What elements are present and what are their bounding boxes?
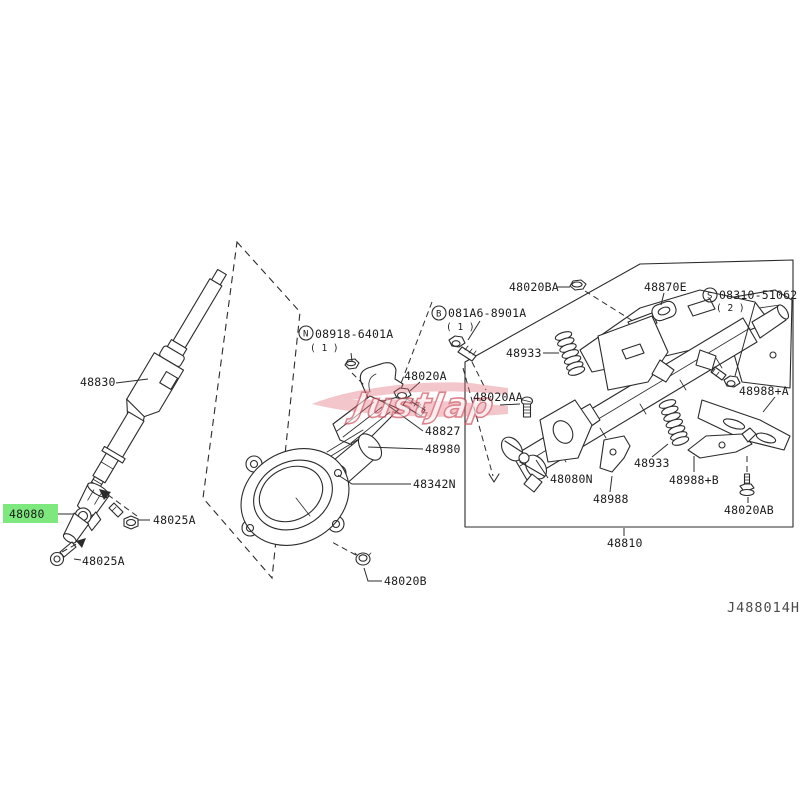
ujoint-48080n-drawing [500,436,548,493]
watermark-text: JustJap [344,386,497,426]
highlight-box-48080 [3,504,58,523]
dash-guide-lines [61,290,748,556]
ujoint-48080-drawing [62,482,110,544]
part-label-48020ba: 48020BA [509,280,559,294]
part-label-48827: 48827 [425,424,461,438]
steering-shaft-48830-drawing [89,268,227,491]
bracket-48988-drawing [599,435,631,473]
assembly-box-outline [464,259,794,528]
part-label-081a6-8901a: 081A6-8901A [448,306,526,320]
dashed-region-outline [202,240,301,580]
qty-081a6-8901a: ( 1 ) [446,322,475,333]
part-label-48933-upper: 48933 [506,346,542,360]
spring-48933-upper-drawing [554,331,586,376]
qty-08310-51062: ( 2 ) [716,303,745,314]
nut-48020ba-drawing [569,279,587,291]
drawing-code: J488014H [727,600,800,616]
nut-48020b-drawing [354,552,372,566]
bolt-081a6-drawing [448,335,477,362]
part-label-48020a: 48020A [404,369,447,383]
part-labels: 48830 48080 48025A 48025A 48020B N 08918… [3,280,800,616]
prefix-circle-n [298,325,314,341]
part-label-48988a: 48988+A [739,384,789,398]
part-label-48020aa: 48020AA [473,390,523,404]
bracket-48988a-drawing [697,399,791,451]
prefix-letter-b: B [436,310,441,320]
prefix-letter-n: N [303,330,308,340]
watermark-swoosh [312,382,508,417]
bolt-08310-drawing [710,366,741,388]
bolt-48025a-lower-drawing [49,541,77,567]
part-label-08310-51062: 08310-51062 [719,288,797,302]
part-label-48020b: 48020B [384,574,427,588]
part-label-48080n: 48080N [550,472,593,486]
prefix-letter-s: S [707,292,712,302]
bracket-48988b-drawing [687,427,757,459]
part-label-48988: 48988 [593,492,629,506]
part-label-48810: 48810 [607,536,643,550]
cover-48342n-drawing [240,448,350,546]
watermark: JustJap [312,382,508,427]
spring-48933-lower-drawing [658,399,690,446]
bolt-48020ab-drawing [739,473,755,497]
part-label-48870e: 48870E [644,280,687,294]
part-label-48025a-upper: 48025A [153,513,196,527]
part-label-48988b: 48988+B [669,473,719,487]
part-label-48933-lower: 48933 [634,456,670,470]
clamp-48827-drawing [359,362,404,402]
column-assembly-48810-drawing [512,289,793,481]
part-label-48980: 48980 [425,442,461,456]
prefix-circle-s [702,287,718,303]
part-label-48020ab: 48020AB [724,503,774,517]
part-label-48080-highlighted: 48080 [9,507,45,521]
part-label-48025a-lower: 48025A [82,554,125,568]
bolt-48020a-drawing [393,387,426,417]
part-label-08918-6401a: 08918-6401A [315,327,393,341]
bolt-48025a-upper-drawing [108,502,139,530]
qty-08918-6401a: ( 1 ) [310,343,339,354]
part-label-48342n: 48342N [413,477,456,491]
nut-08918-drawing [344,358,360,370]
part-label-48830: 48830 [80,375,116,389]
bolt-48020aa-drawing [520,396,534,418]
leader-lines [45,286,776,582]
prefix-circle-b [431,305,447,321]
